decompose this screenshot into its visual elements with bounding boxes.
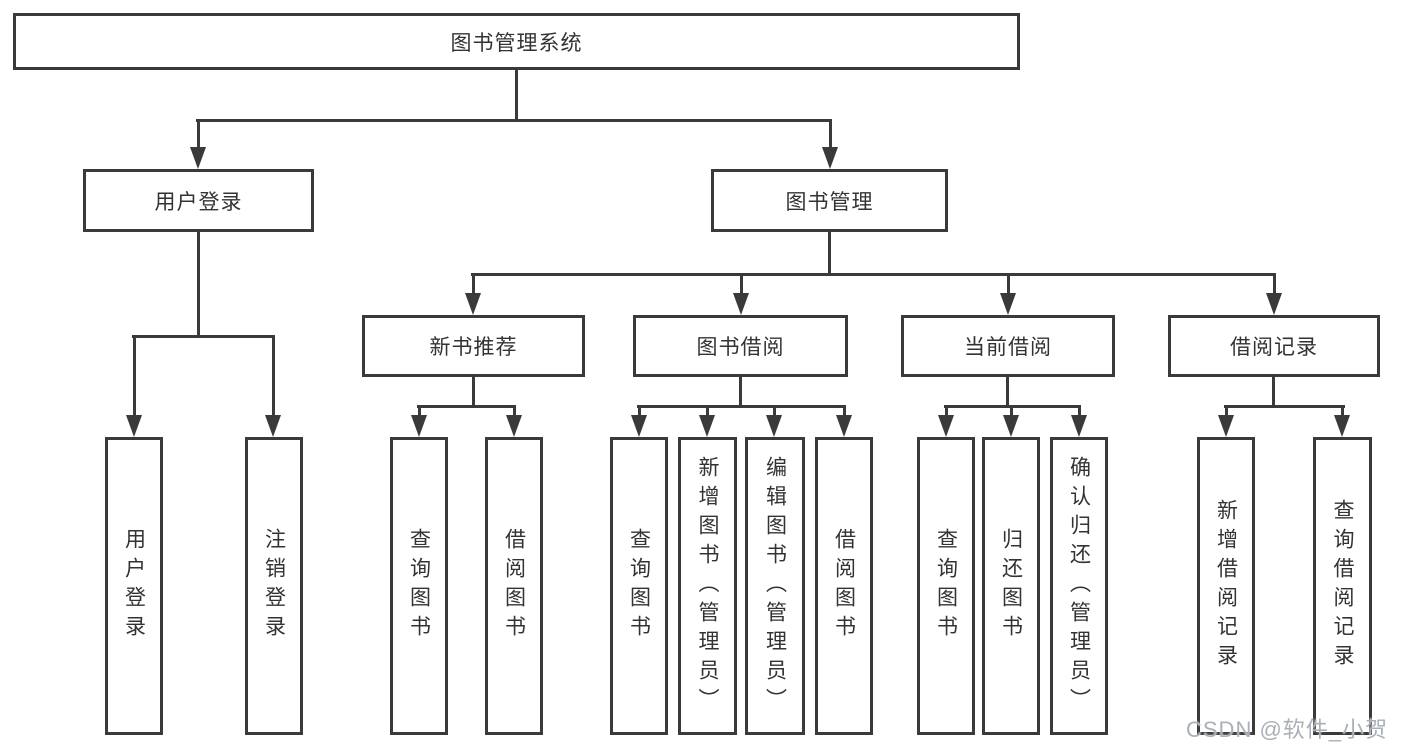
node-borrowing-records: 借阅记录 bbox=[1168, 315, 1380, 377]
connector-stem bbox=[739, 377, 742, 408]
connector-stem bbox=[1272, 377, 1275, 408]
watermark: CSDN @软件_小贺同学 bbox=[1186, 717, 1389, 742]
node-label: 新书推荐 bbox=[429, 336, 518, 359]
connector-stem bbox=[828, 232, 831, 276]
arrow-down bbox=[699, 405, 715, 437]
node-label: 查询图书 bbox=[407, 528, 431, 644]
arrow-down bbox=[766, 405, 782, 437]
node-label: 查询图书 bbox=[627, 528, 651, 644]
node-current-borrowing: 当前借阅 bbox=[901, 315, 1115, 377]
node-label: 新增图书（管理员） bbox=[696, 455, 719, 717]
arrow-down bbox=[126, 335, 142, 437]
arrow-down bbox=[631, 405, 647, 437]
node-label: 借阅图书 bbox=[832, 528, 856, 644]
node-return-books: 归还图书 bbox=[982, 437, 1040, 735]
node-label: 用户登录 bbox=[122, 528, 146, 644]
node-logout-leaf: 注销登录 bbox=[245, 437, 303, 735]
arrow-down bbox=[190, 121, 206, 169]
node-edit-books-admin: 编辑图书（管理员） bbox=[745, 437, 805, 735]
node-label: 编辑图书（管理员） bbox=[763, 455, 787, 717]
connector-rail bbox=[417, 405, 516, 408]
connector-stem bbox=[197, 232, 200, 338]
arrow-down bbox=[1266, 273, 1282, 315]
node-book-management: 图书管理 bbox=[711, 169, 948, 232]
connector-stem bbox=[515, 70, 518, 122]
arrow-down bbox=[506, 405, 522, 437]
connector-stem bbox=[1006, 377, 1009, 408]
node-query-books: 查询图书 bbox=[390, 437, 448, 735]
arrow-down bbox=[265, 335, 281, 437]
node-label: 借阅图书 bbox=[502, 528, 526, 644]
arrow-down bbox=[465, 273, 481, 315]
node-book-borrowing: 图书借阅 bbox=[633, 315, 848, 377]
connector-rail bbox=[132, 335, 275, 338]
connector-stem bbox=[472, 377, 475, 408]
node-label: 查询图书 bbox=[934, 528, 958, 644]
node-add-books-admin: 新增图书（管理员） bbox=[678, 437, 737, 735]
node-borrow-books: 借阅图书 bbox=[815, 437, 873, 735]
connector-rail bbox=[1224, 405, 1345, 408]
arrow-down bbox=[733, 273, 749, 315]
node-label: 图书管理系统 bbox=[450, 31, 583, 55]
node-label: 注销登录 bbox=[262, 528, 286, 644]
node-label: 新增借阅记录 bbox=[1214, 499, 1238, 673]
arrow-down bbox=[1003, 405, 1019, 437]
arrow-down bbox=[1218, 405, 1234, 437]
node-user-login: 用户登录 bbox=[83, 169, 314, 232]
node-add-borrow-record: 新增借阅记录 bbox=[1197, 437, 1255, 735]
node-library-system: 图书管理系统 bbox=[13, 13, 1020, 70]
node-label: 图书借阅 bbox=[696, 336, 785, 359]
node-query-borrow-record: 查询借阅记录 bbox=[1313, 437, 1372, 735]
node-label: 确认归还（管理员） bbox=[1067, 455, 1091, 717]
connector-rail bbox=[944, 405, 1081, 408]
node-label: 用户登录 bbox=[154, 190, 243, 214]
node-label: 归还图书 bbox=[999, 528, 1023, 644]
node-borrow-books: 借阅图书 bbox=[485, 437, 543, 735]
node-label: 当前借阅 bbox=[964, 336, 1052, 359]
node-new-book-recommend: 新书推荐 bbox=[362, 315, 585, 377]
arrow-down bbox=[822, 121, 838, 169]
node-user-login-leaf: 用户登录 bbox=[105, 437, 163, 735]
arrow-down bbox=[938, 405, 954, 437]
arrow-down bbox=[836, 405, 852, 437]
connector-rail bbox=[471, 273, 1276, 276]
arrow-down bbox=[1071, 405, 1087, 437]
arrow-down bbox=[1000, 273, 1016, 315]
node-query-books: 查询图书 bbox=[917, 437, 975, 735]
node-label: 查询借阅记录 bbox=[1331, 499, 1354, 673]
arrow-down bbox=[1334, 405, 1350, 437]
connector-rail bbox=[637, 405, 846, 408]
arrow-down bbox=[411, 405, 427, 437]
node-label: 借阅记录 bbox=[1230, 336, 1318, 359]
connector-rail bbox=[196, 119, 832, 122]
node-label: 图书管理 bbox=[785, 190, 874, 214]
node-query-books: 查询图书 bbox=[610, 437, 668, 735]
node-confirm-return-admin: 确认归还（管理员） bbox=[1050, 437, 1108, 735]
